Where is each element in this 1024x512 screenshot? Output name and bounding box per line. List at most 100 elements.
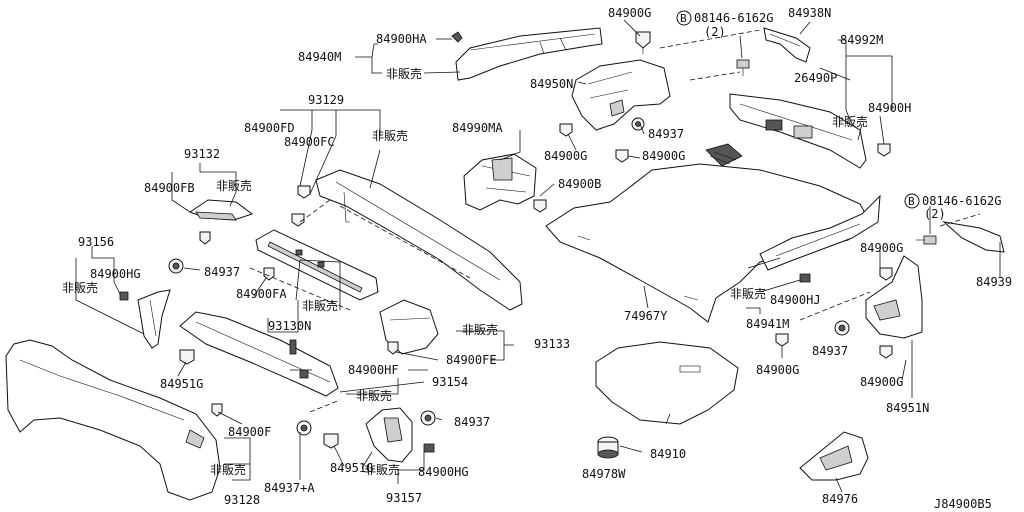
clip-84900g-bottom2 [879,345,893,359]
clip-84900f [211,403,223,417]
label-84900g-bottom2: 84900G [860,375,903,389]
label-hihanbai-9: 非販売 [356,388,392,403]
label-84900fa: 84900FA [236,287,287,301]
label-84900hg-left: 84900HG [90,267,141,281]
label-84900g-mid1: 84900G [544,149,587,163]
part-93157-piece [365,407,413,463]
label-84900g-right: 84900G [860,241,903,255]
label-93129: 93129 [308,93,344,107]
label-93157: 93157 [386,491,422,505]
label-84950n: 84950N [530,77,573,91]
clip-84900fd [291,213,305,227]
clip-84900b [533,199,547,213]
part-labels: 84900G B 08146-6162G (2) 84938N 84940M 8… [62,6,1012,511]
label-84976: 84976 [822,492,858,506]
part-84950n-trim [571,59,671,131]
part-84951n-trim [865,255,923,339]
label-08146-right: 08146-6162G [922,194,1001,208]
label-08146-top: 08146-6162G [694,11,773,25]
label-bolt-symbol-top: B [680,12,687,25]
label-84900g-mid2: 84900G [642,149,685,163]
label-qty-top: (2) [704,25,726,39]
part-74967y-carpet [545,163,871,323]
label-93154: 93154 [432,375,468,389]
grommet-84937-a [631,117,645,131]
label-hihanbai-8: 非販売 [462,322,498,337]
part-93130n-finisher [255,229,379,301]
bracket-84938n [763,27,811,63]
label-84900fb-left: 84900FB [144,181,195,195]
label-84990ma: 84990MA [452,121,503,135]
clip-84951g-left [179,349,195,365]
label-93128: 93128 [224,493,260,507]
label-84937-b: 84937 [204,265,240,279]
part-93132-cover [188,199,254,221]
label-84940m: 84940M [298,50,341,64]
clip-84900ha [451,31,463,43]
grommet-84937-a-bottom [296,420,312,436]
grommet-84937-c [168,258,184,274]
label-84900ha: 84900HA [376,32,427,46]
label-84978w: 84978W [582,467,626,481]
label-93133: 93133 [534,337,570,351]
clip-84951g-mid [323,433,339,449]
bracket-84939 [942,221,1005,253]
part-93154-finisher [179,311,339,397]
label-hihanbai-2: 非販売 [372,128,408,143]
label-84910: 84910 [650,447,686,461]
grommet-84937-b-right [834,320,850,336]
label-84900f: 84900F [228,425,271,439]
label-hihanbai-3: 非販売 [832,114,868,129]
label-84937-d: 84937 [454,415,490,429]
label-26490p: 26490P [794,71,837,85]
grommet-84937-d [420,410,436,426]
bolt-08146-right [916,235,937,245]
clip-84900g-bottom1 [775,333,789,347]
leader-lines [75,19,1001,493]
part-84941m-trim [759,194,881,271]
diagram-code: J84900B5 [934,497,992,511]
label-84900hf: 84900HF [348,363,399,377]
label-84900g-bottom1: 84900G [756,363,799,377]
label-84937a: 84937+A [264,481,315,495]
label-84937-c: 84937 [812,344,848,358]
clip-84900g-mid1 [559,123,573,137]
label-84939: 84939 [976,275,1012,289]
bolt-08146-top [736,59,750,76]
part-93156-piece [137,289,171,349]
part-84976-bracket [799,431,869,481]
clip-84900hj [799,273,811,283]
clip-84900hf [299,369,309,379]
clip-84900h [877,143,891,157]
clip-84900fa [263,267,275,281]
part-93129-finisher [315,169,523,311]
label-93156: 93156 [78,235,114,249]
label-hihanbai-5: 非販売 [62,280,98,295]
label-hihanbai-1: 非販売 [386,66,422,81]
bolt-symbol-right [904,193,920,209]
label-74967y: 74967Y [624,309,668,323]
label-93130n: 93130N [268,319,311,333]
label-84900g-top: 84900G [608,6,651,20]
clip-84900g-right [879,267,893,281]
label-84937-a: 84937 [648,127,684,141]
clip-84900fe [387,341,399,355]
label-84900fe: 84900FE [446,353,497,367]
label-84900h: 84900H [868,101,911,115]
clip-84900g-top [635,31,651,54]
label-qty-right: (2) [924,207,946,221]
clip-84900g-mid2 [615,149,629,163]
label-84938n: 84938N [788,6,831,20]
clip-84900fb-left [199,231,211,245]
label-hihanbai-10: 非販売 [210,462,246,477]
label-84900hj: 84900HJ [770,293,821,307]
label-hihanbai-7: 非販売 [730,286,766,301]
label-84900hg-mid: 84900HG [418,465,469,479]
label-84941m: 84941M [746,317,789,331]
label-hihanbai-4: 非販売 [216,178,252,193]
label-84951g-mid: 84951G [330,461,373,475]
part-84910-mat [595,341,739,425]
part-84992m-panel [705,93,867,169]
